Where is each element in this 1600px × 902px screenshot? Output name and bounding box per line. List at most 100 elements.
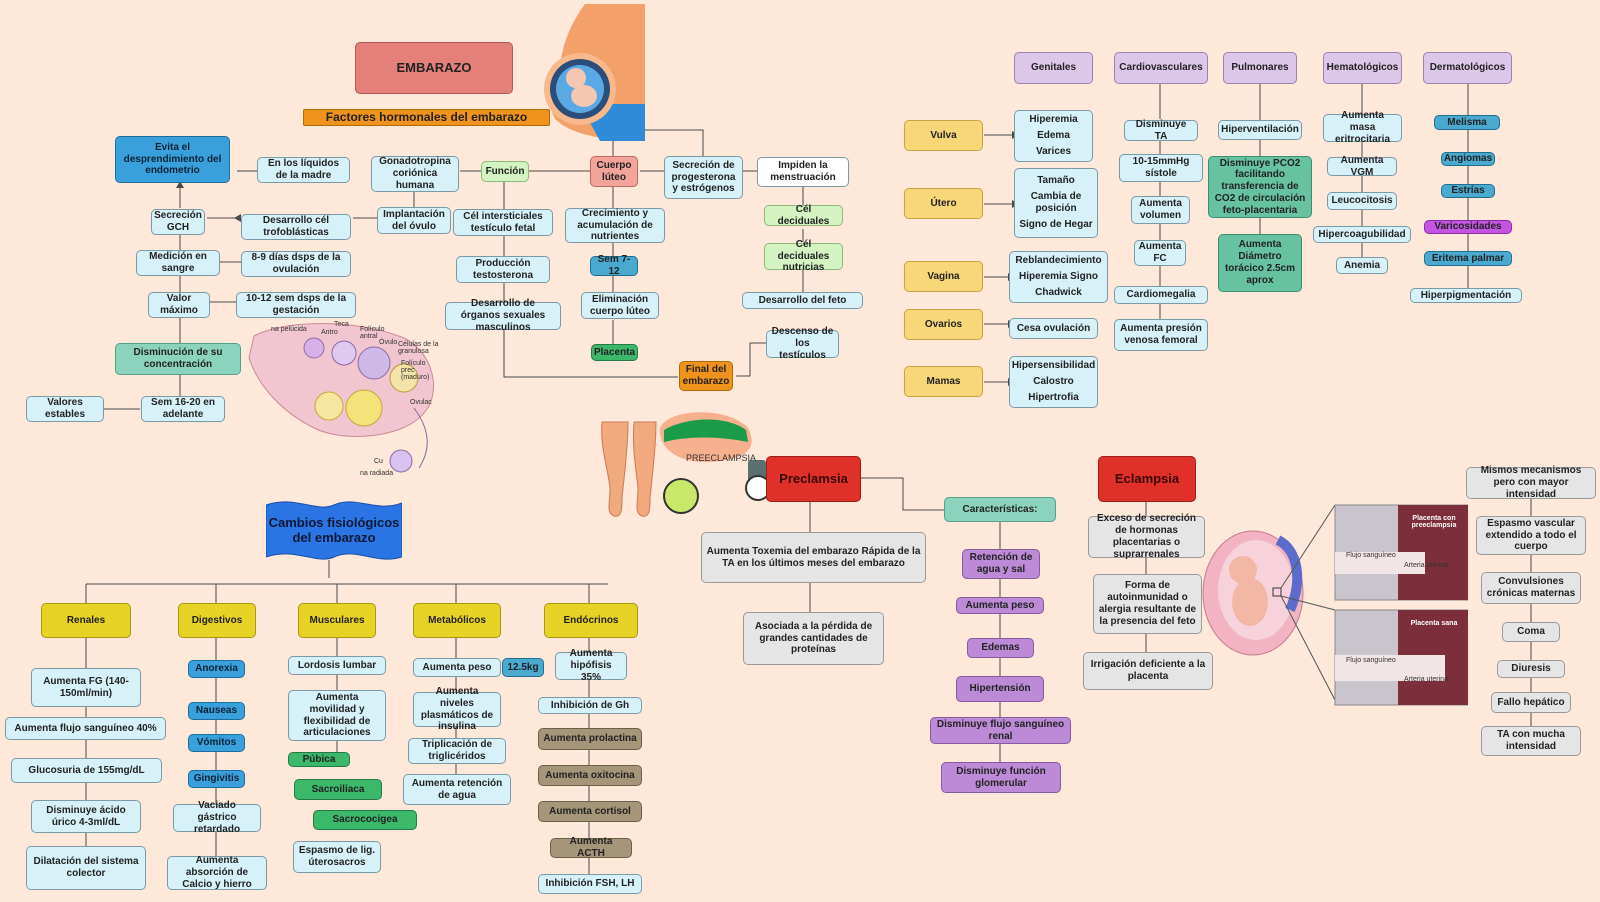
eclampsia-fallo-hepatico[interactable]: Fallo hepático — [1491, 692, 1571, 713]
semanas-7-12[interactable]: Sem 7-12 — [590, 254, 638, 277]
dermato-eritema-palmar[interactable]: Eritema palmar — [1424, 251, 1512, 266]
eclampsia-mismos-mecanismos[interactable]: Mismos mecanismos pero con mayor intensi… — [1466, 465, 1596, 500]
cambios-renales[interactable]: Renales — [41, 603, 131, 638]
digestivos-nauseas[interactable]: Nauseas — [188, 702, 245, 720]
renales-acido-urico[interactable]: Disminuye ácido úrico 4-3ml/dL — [31, 800, 141, 833]
eclampsia-exceso-secrecion[interactable]: Exceso de secreción de hormonas placenta… — [1088, 513, 1205, 560]
organo-vagina[interactable]: Vagina — [904, 261, 983, 292]
embarazo-title[interactable]: EMBARAZO — [355, 42, 513, 94]
dias-ovulacion[interactable]: 8-9 días dsps de la ovulación — [241, 251, 351, 277]
hemato-leucocitosis[interactable]: Leucocitosis — [1327, 192, 1397, 210]
dermato-melisma[interactable]: Melisma — [1434, 115, 1500, 130]
hemato-vgm[interactable]: Aumenta VGM — [1327, 155, 1397, 178]
dermato-hiperpigmentacion[interactable]: Hiperpigmentación — [1410, 288, 1522, 303]
preclamsia-edemas[interactable]: Edemas — [967, 638, 1034, 658]
cardio-disminuye-ta[interactable]: Disminuye TA — [1124, 119, 1198, 142]
dermato-estrias[interactable]: Estrías — [1441, 184, 1495, 198]
desarrollo-cel-trofoblasticas[interactable]: Desarrollo cél trofoblásticas — [241, 214, 351, 240]
cesa-ovulacion[interactable]: Cesa ovulación — [1009, 318, 1098, 339]
dermato-varicosidades[interactable]: Varicosidades — [1424, 220, 1512, 234]
gonadotropina-corionica[interactable]: Gonadotropina coriónica humana — [371, 156, 459, 192]
preclamsia-aumenta-peso[interactable]: Aumenta peso — [956, 597, 1044, 614]
sistema-genitales[interactable]: Genitales — [1014, 52, 1093, 84]
descenso-testiculos[interactable]: Descenso de los testículos — [766, 326, 839, 361]
eclampsia-autoinmunidad[interactable]: Forma de autoinmunidad o alergia resulta… — [1093, 574, 1202, 634]
sistema-pulmonares[interactable]: Pulmonares — [1223, 52, 1297, 84]
renales-glucosuria[interactable]: Glucosuria de 155mg/dL — [11, 758, 162, 783]
preclamsia-hipertension[interactable]: Hipertensión — [956, 676, 1044, 702]
impiden-menstruacion[interactable]: Impiden la menstruación — [757, 157, 849, 187]
endocrinos-oxitocina[interactable]: Aumenta oxitocina — [538, 765, 642, 786]
eliminacion-cuerpo-luteo[interactable]: Eliminación cuerpo lúteo — [581, 292, 659, 319]
cardio-aumenta-fc[interactable]: Aumenta FC — [1134, 240, 1186, 266]
semanas-10-12[interactable]: 10-12 sem dsps de la gestación — [236, 292, 356, 318]
desarrollo-organos[interactable]: Desarrollo de órganos sexuales masculino… — [445, 298, 561, 333]
vulva-items[interactable]: Hiperemia Edema Varices — [1014, 110, 1093, 162]
secrecion-gch[interactable]: Secreción GCH — [151, 209, 205, 235]
renales-flujo[interactable]: Aumenta flujo sanguíneo 40% — [5, 717, 166, 740]
renales-dilatacion[interactable]: Dilatación del sistema colector — [26, 846, 146, 890]
cel-deciduales-nutricias[interactable]: Cél deciduales nutricias — [764, 239, 843, 273]
preclamsia-caracteristicas[interactable]: Características: — [944, 497, 1056, 522]
metabolicos-trigliceridos[interactable]: Triplicación de triglicéridos — [408, 738, 506, 764]
endocrinos-prolactina[interactable]: Aumenta prolactina — [538, 728, 642, 750]
organo-ovarios[interactable]: Ovarios — [904, 309, 983, 340]
digestivos-gingivitis[interactable]: Gingivitis — [188, 770, 245, 788]
implantacion-ovulo[interactable]: Implantación del óvulo — [377, 207, 451, 234]
metabolicos-peso[interactable]: Aumenta peso — [413, 658, 501, 677]
endocrinos-acth[interactable]: Aumenta ACTH — [550, 836, 632, 859]
preclamsia-title[interactable]: Preclamsia — [766, 456, 861, 502]
metabolicos-insulina[interactable]: Aumenta niveles plasmáticos de insulina — [413, 686, 501, 732]
final-embarazo[interactable]: Final del embarazo — [679, 361, 733, 391]
dermato-angiomas[interactable]: Angiomas — [1441, 152, 1495, 166]
metabolicos-peso-valor[interactable]: 12.5kg — [502, 658, 544, 677]
valor-maximo[interactable]: Valor máximo — [148, 292, 210, 318]
eclampsia-irrigacion[interactable]: Irrigación deficiente a la placenta — [1083, 652, 1213, 690]
crecimiento-nutrientes[interactable]: Crecimiento y acumulación de nutrientes — [565, 208, 665, 243]
cambios-endocrinos[interactable]: Endócrinos — [544, 603, 638, 638]
cambios-metabolicos[interactable]: Metabólicos — [413, 603, 501, 638]
cardio-presion-venosa[interactable]: Aumenta presión venosa femoral — [1114, 319, 1208, 351]
preclamsia-retencion[interactable]: Retención de agua y sal — [962, 549, 1040, 579]
sistema-hematologicos[interactable]: Hematológicos — [1323, 52, 1402, 84]
secrecion-progesterona[interactable]: Secreción de progesterona y estrógenos — [664, 156, 743, 199]
medicion-sangre[interactable]: Medición en sangre — [136, 250, 220, 276]
cardio-sistole[interactable]: 10-15mmHg sístole — [1119, 154, 1203, 182]
organo-utero[interactable]: Útero — [904, 188, 983, 219]
disminucion-concentracion[interactable]: Disminución de su concentración — [115, 343, 241, 375]
musculares-sacroiliaca[interactable]: Sacroiliaca — [294, 779, 382, 800]
eclampsia-convulsiones[interactable]: Convulsiones crónicas maternas — [1481, 572, 1581, 604]
desarrollo-feto[interactable]: Desarrollo del feto — [742, 292, 863, 309]
metabolicos-retencion[interactable]: Aumenta retención de agua — [403, 774, 511, 805]
pulm-hiperventilacion[interactable]: Hiperventilación — [1218, 120, 1302, 140]
digestivos-anorexia[interactable]: Anorexia — [188, 660, 245, 678]
hemato-hipercoagubilidad[interactable]: Hipercoagubilidad — [1313, 226, 1411, 243]
pulm-diametro-toracico[interactable]: Aumenta Diámetro torácico 2.5cm aprox — [1218, 234, 1302, 292]
musculares-pubica[interactable]: Púbica — [288, 752, 350, 767]
semanas-16-20[interactable]: Sem 16-20 en adelante — [141, 396, 225, 422]
hemato-anemia[interactable]: Anemia — [1336, 257, 1388, 274]
musculares-movilidad[interactable]: Aumenta movilidad y flexibilidad de arti… — [288, 690, 386, 741]
eclampsia-diuresis[interactable]: Diuresis — [1497, 660, 1565, 678]
placenta[interactable]: Placenta — [591, 344, 638, 361]
cel-intersticiales[interactable]: Cél intersticiales testículo fetal — [453, 209, 553, 236]
endocrinos-fsh-lh[interactable]: Inhibición FSH, LH — [538, 874, 642, 894]
mamas-items[interactable]: Hipersensibilidad Calostro Hipertrofia — [1009, 356, 1098, 408]
musculares-sacrococigea[interactable]: Sacrococigea — [313, 810, 417, 830]
pulm-disminuye-pco2[interactable]: Disminuye PCO2 facilitando transferencia… — [1208, 156, 1312, 218]
eclampsia-coma[interactable]: Coma — [1502, 622, 1560, 642]
sistema-dermatologicos[interactable]: Dermatológicos — [1423, 52, 1512, 84]
organo-vulva[interactable]: Vulva — [904, 120, 983, 151]
preclamsia-toxemia[interactable]: Aumenta Toxemia del embarazo Rápida de l… — [701, 532, 926, 583]
cardio-cardiomegalia[interactable]: Cardiomegalia — [1114, 286, 1208, 304]
musculares-espasmo[interactable]: Espasmo de lig. úterosacros — [293, 841, 381, 873]
hemato-masa-eritrocitaria[interactable]: Aumenta masa eritrocitaria — [1323, 110, 1402, 145]
cambios-banner[interactable]: Cambios fisiológicos del embarazo — [266, 499, 402, 561]
preclamsia-funcion-glomerular[interactable]: Disminuye función glomerular — [941, 762, 1061, 793]
musculares-lordosis[interactable]: Lordosis lumbar — [288, 656, 386, 675]
cambios-digestivos[interactable]: Digestivos — [178, 603, 256, 638]
sistema-cardiovasculares[interactable]: Cardiovasculares — [1114, 52, 1208, 84]
endocrinos-hipofisis[interactable]: Aumenta hipófisis 35% — [555, 648, 627, 683]
digestivos-vaciado[interactable]: Vaciado gástrico retardado — [173, 800, 261, 835]
produccion-testosterona[interactable]: Producción testosterona — [456, 256, 550, 283]
